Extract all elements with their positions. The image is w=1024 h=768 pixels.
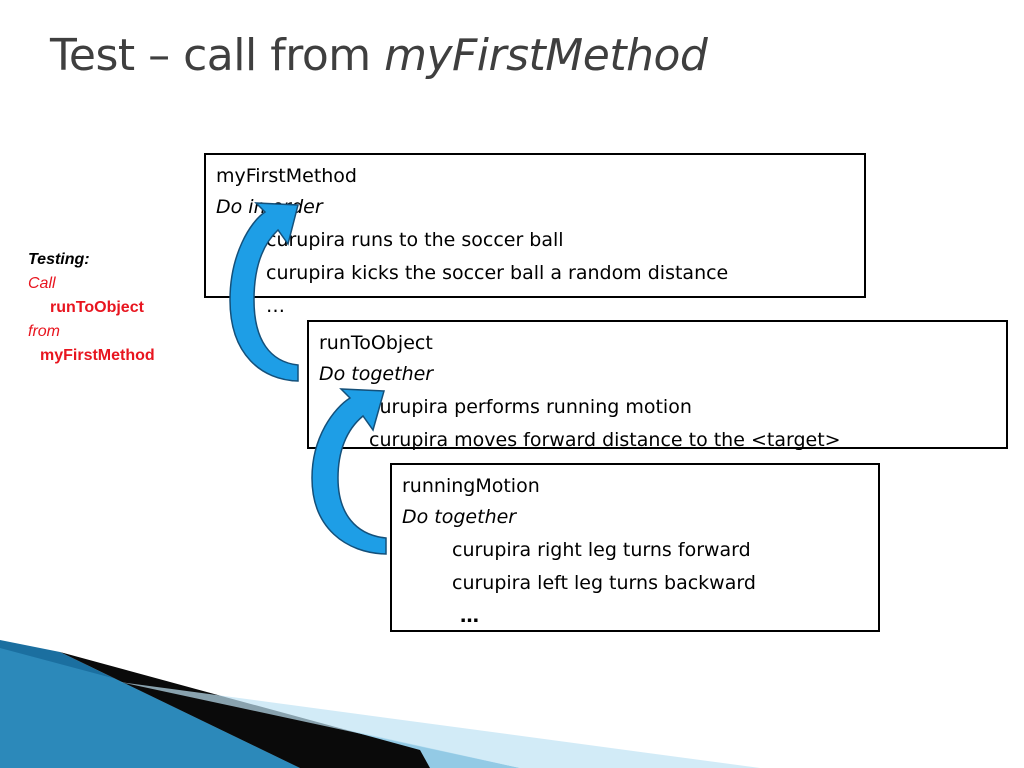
slide-title: Test – call from myFirstMethod — [50, 30, 708, 81]
testing-note-call-label: Call — [28, 275, 56, 292]
method-name: myFirstMethod — [216, 165, 357, 187]
slide-title-method: myFirstMethod — [384, 30, 708, 81]
method-statement: curupira runs to the soccer ball — [266, 229, 564, 251]
method-box-myfirstmethod: myFirstMethod Do in order curupira runs … — [204, 153, 866, 317]
testing-note: Testing: Call runToObject from myFirstMe… — [28, 248, 155, 368]
swoosh-dark-band — [60, 652, 430, 768]
method-ellipsis: … — [460, 605, 479, 627]
method-statement: curupira kicks the soccer ball a random … — [266, 262, 729, 284]
corner-swoosh-decoration — [0, 640, 760, 768]
testing-note-from-label: from — [28, 323, 60, 340]
testing-note-heading: Testing: — [28, 251, 90, 268]
swoosh-light-band — [0, 648, 520, 768]
testing-note-caller: myFirstMethod — [40, 347, 155, 364]
method-box-runningmotion: runningMotion Do together curupira right… — [390, 463, 880, 632]
control-statement: Do together — [319, 363, 434, 385]
method-name: runningMotion — [402, 475, 540, 497]
method-statement: curupira right leg turns forward — [452, 539, 751, 561]
slide-title-prefix: Test – call from — [50, 30, 385, 81]
method-statement: curupira performs running motion — [369, 396, 692, 418]
method-name: runToObject — [319, 332, 433, 354]
method-statement: curupira left leg turns backward — [452, 572, 756, 594]
method-statement: … — [266, 295, 285, 317]
method-statement: curupira moves forward distance to the <… — [369, 429, 841, 451]
control-statement: Do together — [402, 506, 517, 528]
method-box-runtoobject: runToObject Do together curupira perform… — [307, 320, 1008, 451]
testing-note-callee: runToObject — [50, 299, 144, 316]
control-statement: Do in order — [216, 196, 323, 218]
swoosh-pale-band — [120, 682, 760, 768]
